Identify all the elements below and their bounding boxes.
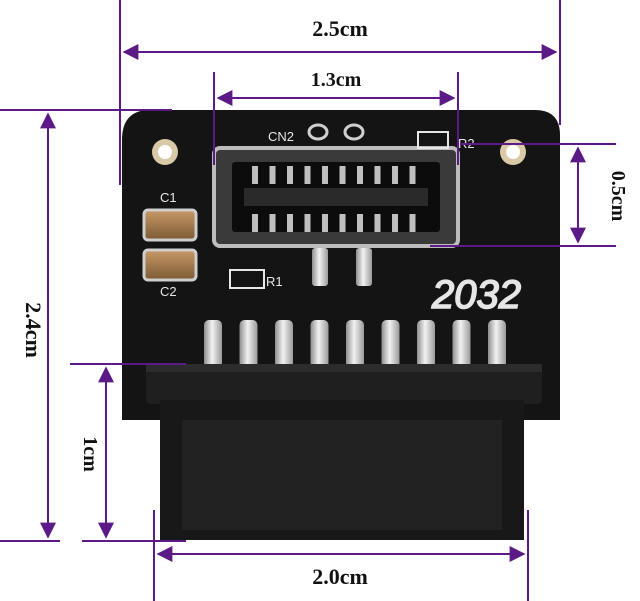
connector-contact: [357, 166, 363, 184]
header-pins: [204, 320, 506, 368]
connector-contact: [339, 166, 346, 184]
dim-label-connector-width: 1.3cm: [311, 69, 362, 91]
dim-label-left-height: 2.4cm: [21, 302, 46, 358]
header-pin: [275, 320, 293, 368]
connector-contacts: [252, 166, 416, 232]
header-pin: [381, 320, 400, 368]
connector-contact: [409, 214, 416, 232]
header-pin: [310, 320, 329, 368]
socket-housing: [146, 364, 542, 540]
connector-contact: [322, 214, 328, 232]
capacitor-c1: [142, 208, 198, 242]
dim-label-top-width: 2.5cm: [312, 16, 368, 41]
connector-contact: [304, 214, 311, 232]
header-pin: [346, 320, 364, 368]
connector-contact: [392, 166, 398, 184]
connector-contact: [252, 214, 258, 232]
header-pin: [239, 320, 258, 368]
connector-contact: [339, 214, 346, 232]
connector-contact: [269, 166, 276, 184]
label-r1: R1: [266, 274, 283, 289]
connector-contact: [287, 166, 293, 184]
dimension-lines: [0, 0, 616, 601]
cn2-connector: [212, 123, 460, 286]
connector-contact: [287, 214, 293, 232]
connector-contact: [357, 214, 363, 232]
dim-label-socket-height: 1cm: [79, 436, 101, 472]
connector-contact: [409, 166, 416, 184]
dim-label-bottom-width: 2.0cm: [312, 564, 368, 589]
dim-label-right-height: 0.5cm: [607, 171, 629, 222]
connector-contact: [304, 166, 311, 184]
label-cn2: CN2: [268, 129, 294, 144]
header-pin: [452, 320, 471, 368]
connector-contact: [269, 214, 276, 232]
label-c1: C1: [160, 190, 177, 205]
connector-contact: [374, 214, 381, 232]
header-pin: [204, 320, 222, 368]
capacitor-c2: [142, 248, 198, 282]
label-c2: C2: [160, 284, 177, 299]
header-pin: [488, 320, 506, 368]
connector-contact: [392, 214, 398, 232]
header-pin: [417, 320, 435, 368]
connector-contact: [322, 166, 328, 184]
connector-contact: [374, 166, 381, 184]
label-2032: 2032: [431, 273, 521, 317]
connector-contact: [252, 166, 258, 184]
